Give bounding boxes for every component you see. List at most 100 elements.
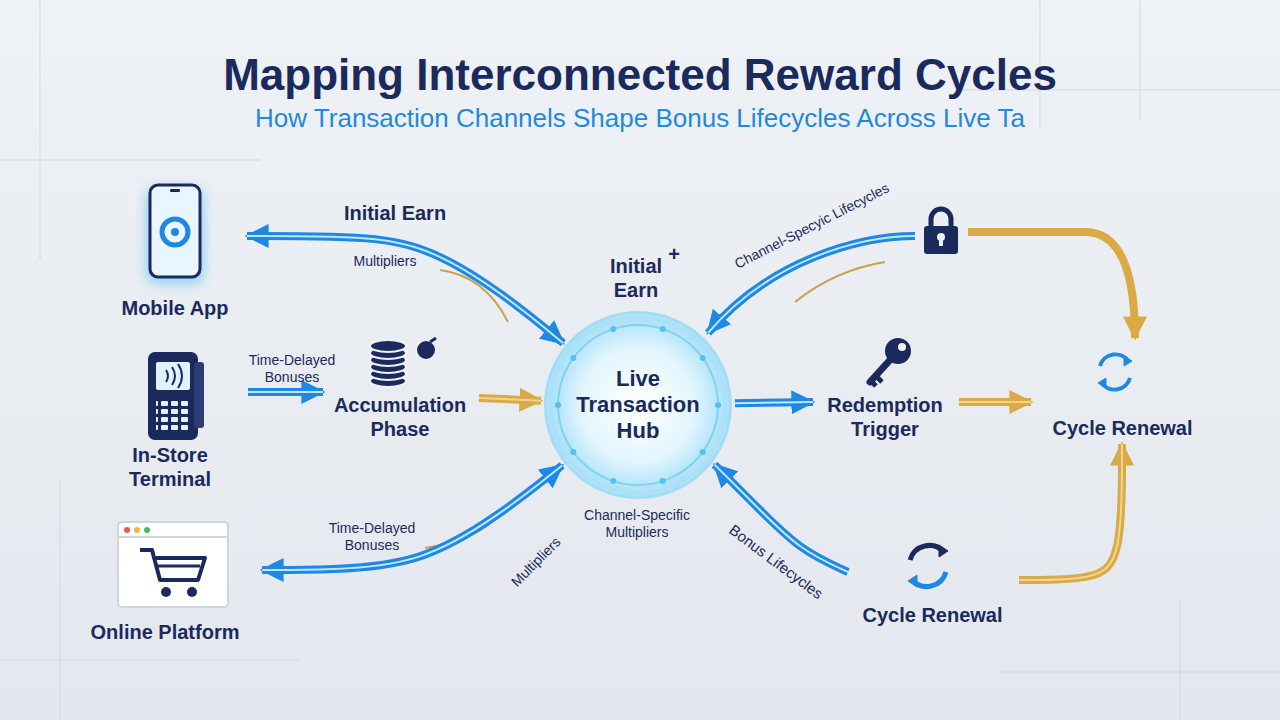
hub-note: Initial Earn (596, 254, 676, 302)
phase-node: Accumulation Phase (325, 335, 475, 441)
key-icon (898, 343, 906, 351)
terminal-icon (194, 362, 204, 428)
renewal-node: Cycle Renewal (850, 535, 1015, 627)
multiplier-note: Channel-Specific Multipliers (567, 507, 707, 541)
browser-icon (140, 550, 205, 580)
flow-arrow (248, 392, 323, 393)
subtitle: How Transaction Channels Shape Bonus Lif… (90, 103, 1190, 134)
hub-dot (570, 355, 576, 361)
flow-arrow (247, 236, 563, 343)
edge-label: Initial Earn (315, 201, 475, 225)
key-icon (871, 376, 882, 386)
node-label: In-Store Terminal (95, 443, 245, 491)
flow-arrow (479, 398, 541, 401)
lock-icon (924, 226, 958, 254)
phone-icon (170, 189, 180, 192)
renewal-icon (908, 545, 948, 587)
arrow-shaft (735, 402, 813, 403)
browser-icon (161, 587, 171, 597)
flow-arrow (959, 402, 1031, 403)
node-label: Mobile App (105, 296, 245, 320)
hub-dot (660, 478, 666, 484)
browser-icon (134, 527, 140, 533)
multiplier-note: Multipliers (495, 521, 578, 604)
terminal-icon (156, 398, 190, 432)
node-label: Accumulation Phase (325, 393, 475, 441)
arrow-shaft (248, 388, 323, 396)
renewal-icon (1098, 354, 1132, 389)
channel-node: Online Platform (70, 520, 260, 644)
edge-label: Time-Delayed Bonuses (242, 352, 342, 386)
terminal-icon (148, 352, 198, 440)
hub-dot (715, 402, 721, 408)
renewal-icon (939, 545, 948, 557)
node-label: Cycle Renewal (1035, 416, 1210, 440)
edge-label: Time-Delayed Bonuses (317, 520, 427, 554)
arrow-shaft (959, 398, 1031, 406)
coins-icon (370, 338, 436, 387)
arrow-highlight (247, 236, 563, 343)
node-label: Online Platform (70, 620, 260, 644)
browser-icon (124, 527, 130, 533)
coins-icon (430, 338, 436, 342)
node-label: Cycle Renewal (850, 603, 1015, 627)
lock-connectors (968, 232, 1135, 338)
renewal-node: Cycle Renewal (1035, 345, 1210, 440)
node-label: Redemption Trigger (815, 393, 955, 441)
browser-icon (144, 527, 150, 533)
phone-icon (150, 185, 200, 277)
browser-icon (118, 536, 228, 538)
arrow-shaft (1019, 444, 1122, 580)
key-icon (870, 338, 911, 386)
flow-arrow (1019, 444, 1122, 580)
plus-sign: + (664, 242, 684, 266)
terminal-icon (166, 364, 182, 388)
lock-icon (924, 209, 958, 254)
browser-icon (118, 522, 228, 607)
terminal-icon (156, 362, 190, 390)
browser-icon (158, 565, 200, 568)
arrow-highlight (262, 465, 562, 570)
coins-icon (416, 340, 436, 360)
arrow-shaft (247, 236, 563, 343)
phone-icon (162, 219, 188, 245)
arrow-highlight (248, 391, 323, 393)
hub-dot (660, 326, 666, 332)
channel-node: Mobile App (105, 178, 245, 320)
hub-dot (610, 478, 616, 484)
lock-icon (939, 238, 943, 246)
lock-connectors (708, 236, 915, 333)
diagram-title: Mapping Interconnected Reward Cycles (0, 52, 1280, 98)
phase-node: Redemption Trigger (815, 330, 955, 441)
hub-glow (544, 311, 732, 499)
node-label: Live Transaction Hub (543, 366, 733, 444)
lock-connectors (795, 262, 885, 302)
renewal-icon (1098, 356, 1132, 388)
browser-icon (187, 587, 197, 597)
flow-arrow (262, 465, 562, 570)
arrow-highlight (959, 401, 1031, 403)
lock-connectors (708, 236, 915, 333)
browser-icon (118, 522, 228, 607)
phone-icon (146, 185, 204, 284)
arrow-highlight (1019, 444, 1122, 580)
terminal-icon (148, 352, 204, 440)
flow-arrow (735, 402, 813, 403)
hub-dot (700, 355, 706, 361)
arrow-highlight (479, 398, 541, 401)
hub-dot (700, 449, 706, 455)
phone-icon (171, 228, 179, 236)
renewal-icon (908, 575, 917, 587)
coins-icon (370, 340, 406, 352)
arrow-shaft (479, 398, 541, 401)
hub-dot (610, 326, 616, 332)
hub-circle: Live Transaction Hub (543, 310, 733, 500)
hub-dot (555, 402, 561, 408)
multiplier-note: Multipliers (335, 253, 435, 270)
channel-node: In-Store Terminal (95, 345, 245, 491)
hub-dot (570, 449, 576, 455)
arrow-highlight (735, 402, 813, 403)
